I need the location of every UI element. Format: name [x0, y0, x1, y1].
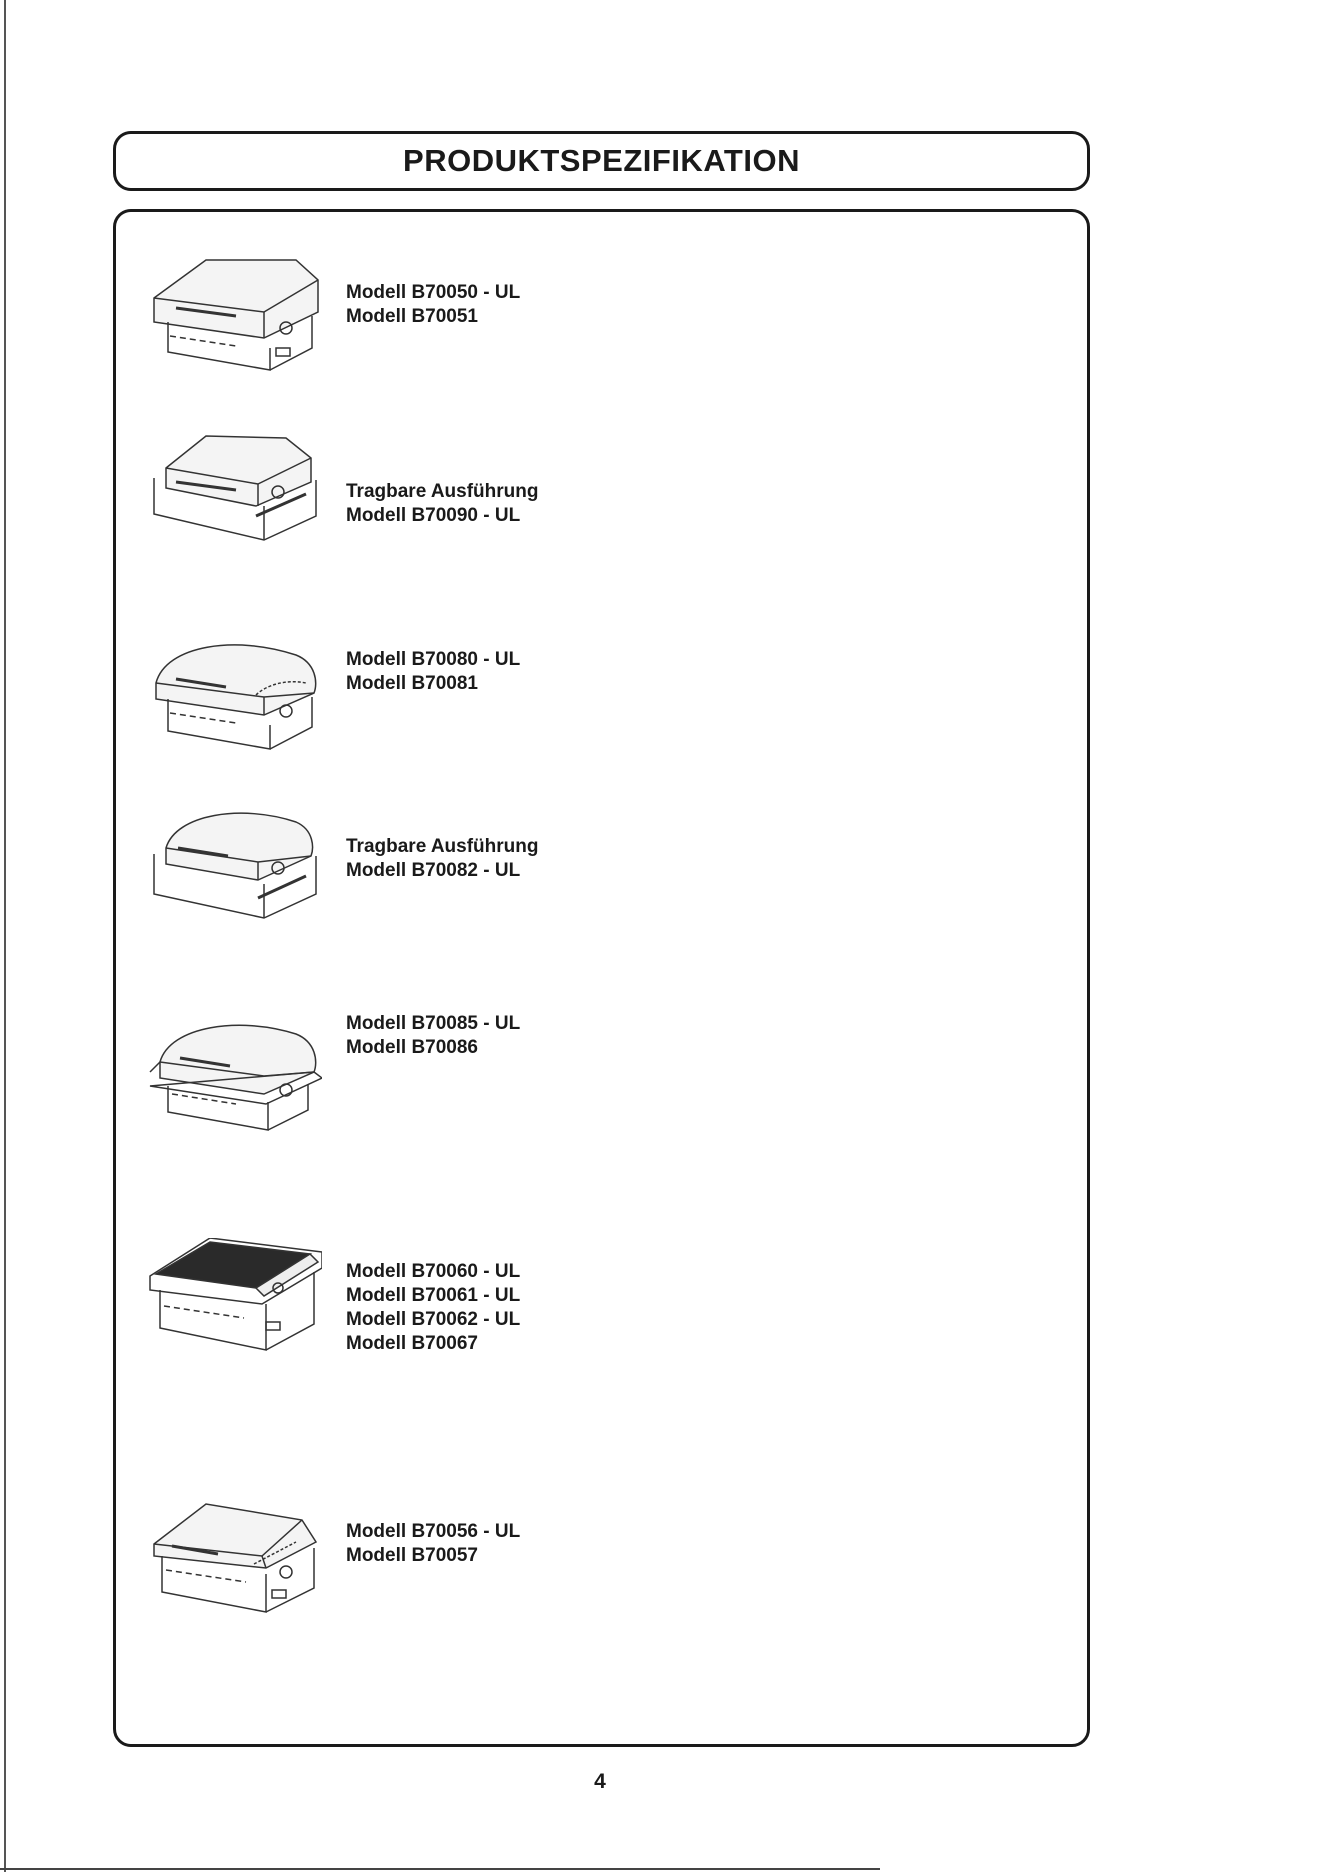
- portable-grill-flat-lid-icon: [146, 428, 322, 558]
- model-text: Tragbare Ausführung Modell B70082 - UL: [346, 836, 539, 881]
- page-edge-line: [4, 0, 6, 1872]
- model-text: Tragbare Ausführung Modell B70090 - UL: [346, 481, 539, 526]
- model-text: Modell B70056 - UL Modell B70057: [346, 1521, 521, 1566]
- model-text: Modell B70080 - UL Modell B70081: [346, 649, 521, 694]
- model-text: Modell B70050 - UL Modell B70051: [346, 282, 521, 327]
- model-text: Modell B70060 - UL Modell B70061 - UL Mo…: [346, 1261, 521, 1354]
- page-bottom-line: [0, 1868, 880, 1870]
- grill-dome-lid-icon: [146, 635, 322, 765]
- page-number: 4: [594, 1770, 606, 1793]
- grill-dome-lid-flange-icon: [146, 1012, 322, 1142]
- grill-flat-lid-icon: [146, 252, 322, 382]
- portable-grill-dome-lid-icon: [146, 804, 322, 934]
- griddle-plate-icon: [146, 1238, 322, 1368]
- grill-sloped-lid-icon: [146, 1502, 322, 1632]
- product-list-panel: Modell B70050 - UL Modell B70051 Tragbar…: [113, 209, 1090, 1747]
- model-text: Modell B70085 - UL Modell B70086: [346, 1013, 521, 1058]
- page-title: PRODUKTSPEZIFIKATION: [403, 143, 800, 178]
- title-banner: PRODUKTSPEZIFIKATION: [113, 131, 1090, 191]
